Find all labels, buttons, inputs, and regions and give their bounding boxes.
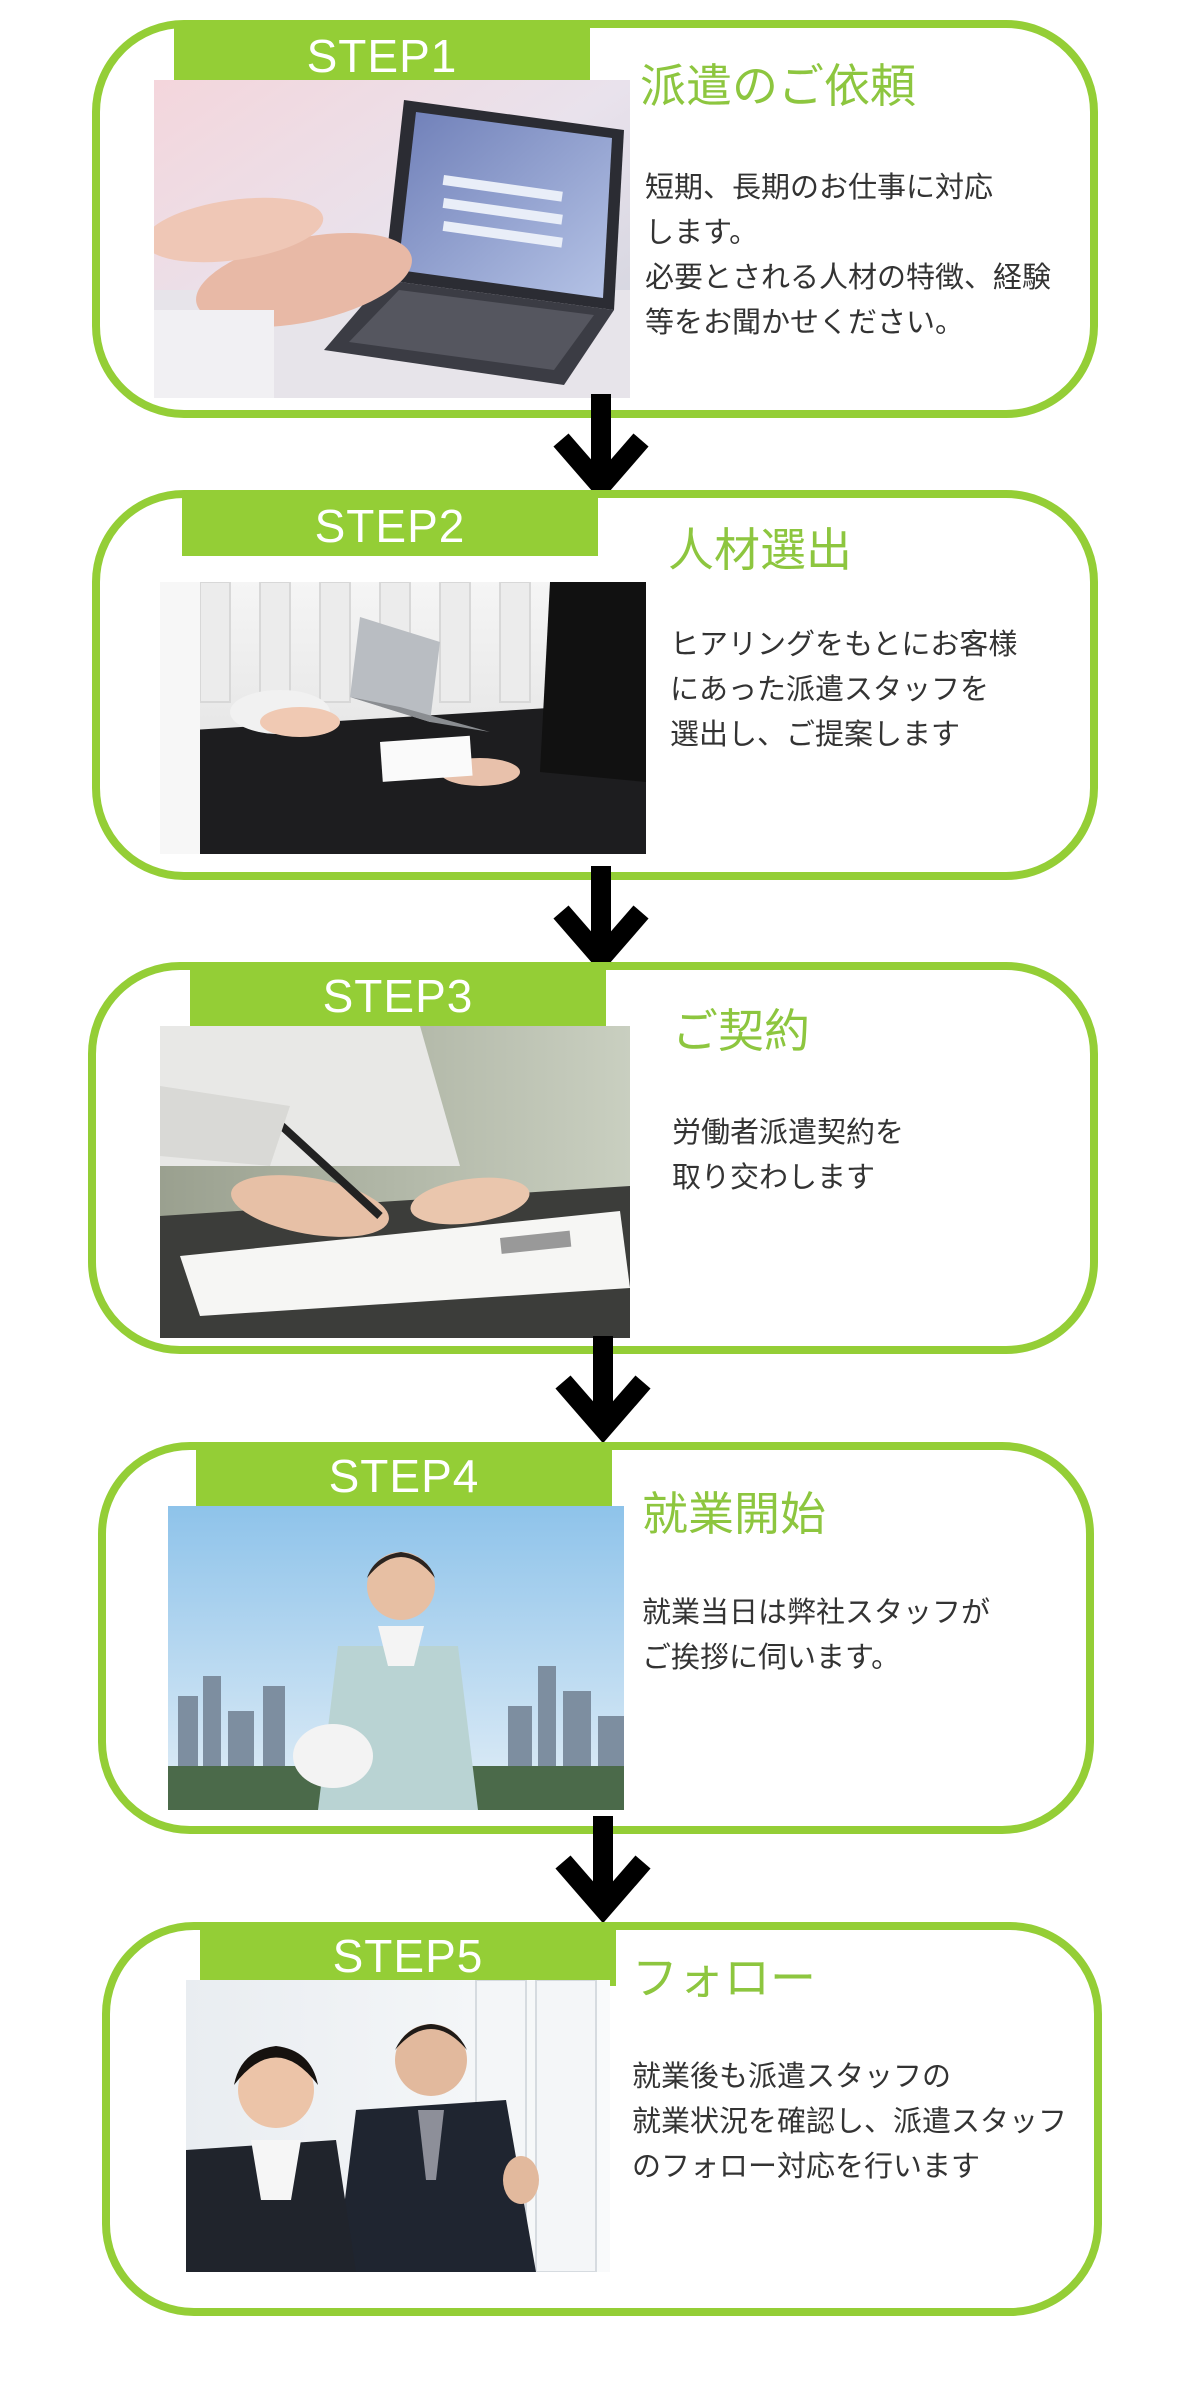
step-description-4: 就業当日は弊社スタッフが ご挨拶に伺います。	[642, 1595, 991, 1674]
laptop-register-photo	[154, 80, 630, 398]
step-label-1: STEP1	[174, 26, 590, 86]
step-description-5: 就業後も派遣スタッフの 就業状況を確認し、派遣スタッフ のフォロー対応を行います	[632, 2059, 1068, 2183]
arrow-down-icon	[555, 1336, 651, 1444]
meeting-photo	[160, 582, 646, 854]
step-title-2: 人材選出	[668, 523, 852, 577]
step-label-3: STEP3	[190, 966, 606, 1026]
arrow-down-icon	[553, 394, 649, 502]
arrow-down-icon	[553, 866, 649, 974]
step-label-4: STEP4	[196, 1446, 612, 1506]
step-label-2: STEP2	[182, 496, 598, 556]
step-label-5: STEP5	[200, 1926, 616, 1986]
step-description-1: 短期、長期のお仕事に対応 します。 必要とされる人材の特徴、経験 等をお聞かせく…	[645, 170, 1052, 339]
step-title-1: 派遣のご依頼	[640, 59, 916, 113]
staff-follow-photo	[186, 1980, 610, 2272]
step-description-2: ヒアリングをもとにお客様 にあった派遣スタッフを 選出し、ご提案します	[670, 627, 1018, 751]
step-title-4: 就業開始	[642, 1487, 826, 1541]
arrow-down-icon	[555, 1816, 651, 1924]
worker-city-photo	[168, 1506, 624, 1810]
signing-contract-photo	[160, 1026, 630, 1338]
step-title-3: ご契約	[672, 1004, 810, 1058]
step-description-3: 労働者派遣契約を 取り交わします	[672, 1115, 905, 1194]
step-title-5: フォロー	[632, 1951, 816, 2005]
